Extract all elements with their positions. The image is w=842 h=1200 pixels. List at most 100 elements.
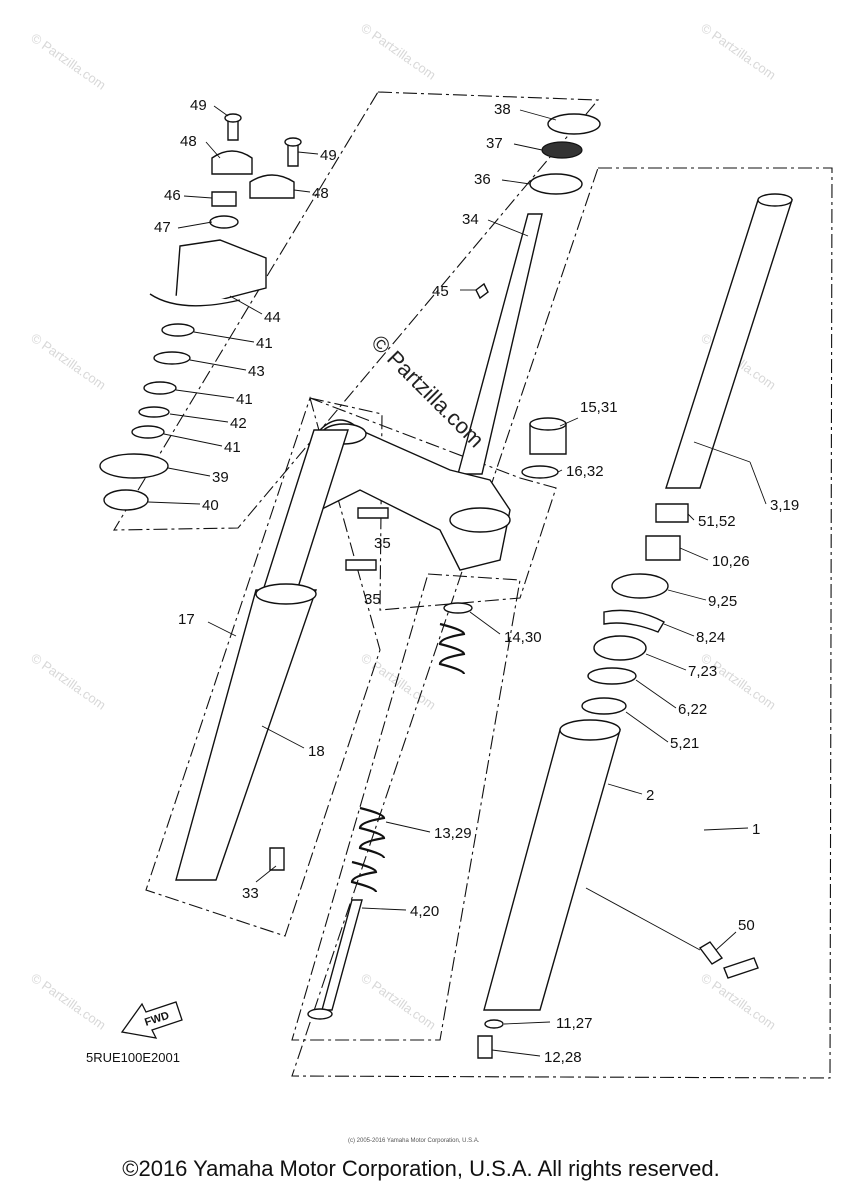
callout-50: 50 — [738, 917, 755, 934]
leader-17 — [207, 621, 237, 637]
leader-48b — [293, 189, 311, 193]
inner-tube-3-19 — [665, 199, 793, 489]
spring-lower — [350, 860, 378, 893]
leader-33 — [255, 865, 277, 883]
outer-tube-2-top — [559, 719, 621, 741]
washer-43 — [153, 351, 191, 365]
bracket-group-outline — [309, 397, 557, 611]
watermark-tile: © Partzilla.com — [358, 970, 438, 1033]
callout-35b: 35 — [364, 591, 381, 608]
leader-12-28 — [491, 1049, 541, 1057]
seal-38 — [547, 113, 601, 135]
bracket-44-wire — [149, 293, 241, 307]
leader-38 — [519, 109, 557, 121]
clamp-50 — [698, 941, 724, 965]
washer-47 — [209, 215, 239, 229]
callout-13-29: 13,29 — [434, 825, 472, 842]
bearing-37 — [541, 141, 583, 159]
group-outlines — [113, 91, 833, 1079]
spring-13-29 — [358, 806, 386, 859]
leader-42 — [169, 413, 229, 423]
steering-stem — [319, 113, 601, 571]
outer-tube-2 — [483, 729, 621, 1011]
callout-11-27: 11,27 — [556, 1015, 592, 1032]
clip-8-24 — [603, 609, 665, 633]
callout-14-30: 14,30 — [504, 629, 542, 646]
callout-33: 33 — [242, 885, 259, 902]
watermark-tiles: © Partzilla.com © Partzilla.com © Partzi… — [28, 20, 778, 1033]
washer-11-27 — [484, 1019, 504, 1029]
leader-43 — [189, 359, 247, 371]
small-copyright: (c) 2005-2016 Yamaha Motor Corporation, … — [348, 1138, 480, 1144]
callout-12-28: 12,28 — [544, 1049, 582, 1066]
callout-17: 17 — [178, 611, 195, 628]
ring-6-22 — [587, 667, 637, 685]
washer-9-25 — [611, 573, 669, 599]
callout-5-21: 5,21 — [670, 735, 699, 752]
leader-4-20 — [361, 907, 407, 911]
stem-34 — [457, 213, 543, 475]
callout-1: 1 — [752, 821, 760, 838]
leader-40 — [147, 501, 201, 505]
callout-41b: 41 — [236, 391, 253, 408]
inner-tube-3-19-top — [757, 193, 793, 207]
outer-tube-left-top — [255, 583, 317, 605]
callout-44: 44 — [264, 309, 281, 326]
callout-36: 36 — [474, 171, 491, 188]
callout-7-23: 7,23 — [688, 663, 717, 680]
leader-41b — [175, 389, 235, 399]
bolt-head-49-right — [284, 137, 302, 147]
callout-6-22: 6,22 — [678, 701, 707, 718]
bracket-44 — [175, 239, 267, 305]
leader-7-23 — [645, 653, 687, 671]
ring-nut-41a — [161, 323, 195, 337]
leader-9-25 — [667, 589, 707, 601]
leader-49b — [297, 151, 319, 155]
watermark-tile: © Partzilla.com — [28, 330, 108, 393]
inner-tube-left — [259, 429, 349, 601]
callout-51-52: 51,52 — [698, 513, 736, 530]
leader-50 — [715, 931, 737, 951]
ring-nut-41c — [131, 425, 165, 439]
callout-42: 42 — [230, 415, 247, 432]
callout-2: 2 — [646, 787, 654, 804]
leader-39 — [167, 467, 211, 477]
leader-16-32 — [557, 469, 563, 473]
callout-48b: 48 — [312, 185, 329, 202]
watermark-tile: © Partzilla.com — [28, 970, 108, 1033]
outer-tube-left-18 — [175, 589, 317, 881]
fwd-arrow-icon — [120, 1001, 183, 1039]
callout-49a: 49 — [190, 97, 207, 114]
watermark-tile: © Partzilla.com — [698, 650, 778, 713]
leader-48a — [205, 141, 221, 159]
inner-parts-outline — [291, 573, 521, 1041]
callout-18: 18 — [308, 743, 325, 760]
cap-15-31-top — [529, 417, 567, 431]
callout-16-32: 16,32 — [566, 463, 604, 480]
callout-4-20: 4,20 — [410, 903, 439, 920]
key-45 — [475, 282, 489, 300]
leader-lines — [147, 105, 767, 1057]
watermark-tile: © Partzilla.com — [698, 970, 778, 1033]
bolt-12-28 — [477, 1035, 493, 1059]
leader-50-mount — [585, 887, 701, 951]
bushing-51-52 — [655, 503, 689, 523]
leader-14-30 — [469, 611, 501, 635]
callout-41a: 41 — [256, 335, 273, 352]
watermark-tile: © Partzilla.com — [358, 650, 438, 713]
leader-41a — [193, 331, 255, 343]
callout-3-19: 3,19 — [770, 497, 799, 514]
bolt-35b — [345, 559, 377, 571]
bolt-head-49-left — [224, 113, 242, 123]
right-fork-group-outline — [291, 167, 833, 1079]
watermark-center: © Partzilla.com — [366, 330, 489, 453]
callout-10-26: 10,26 — [712, 553, 750, 570]
leader-11-27 — [503, 1021, 551, 1025]
upper-assembly — [99, 113, 302, 511]
callout-35a: 35 — [374, 535, 391, 552]
callout-45: 45 — [432, 283, 449, 300]
callout-48a: 48 — [180, 133, 197, 150]
holder-48-left — [211, 150, 253, 175]
leader-13-29 — [385, 821, 431, 833]
